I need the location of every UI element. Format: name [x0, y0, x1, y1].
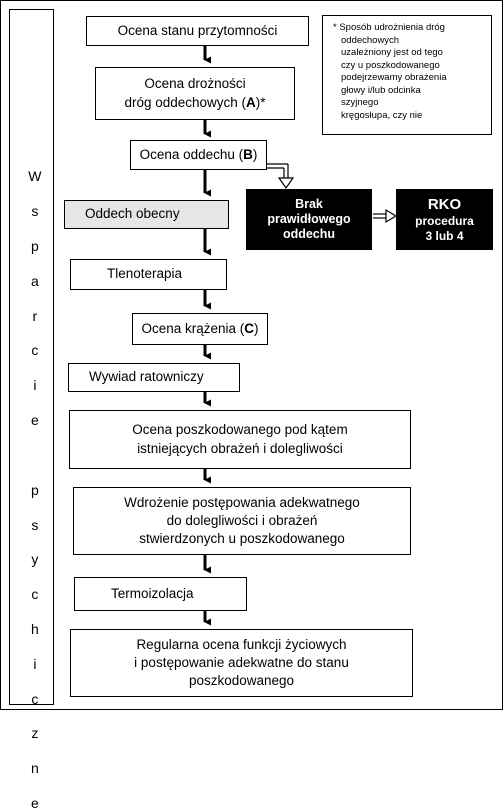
circulation-text: Ocena krążenia ( — [141, 320, 245, 336]
side-letter: i — [33, 655, 37, 672]
procedure-line2: do dolegliwości i obrażeń — [166, 512, 318, 528]
oxygen-label: Tlenoterapia — [107, 266, 183, 282]
side-letter: W — [28, 168, 42, 185]
note-line: uzależniony jest od tego — [341, 47, 443, 59]
step-breathing: Ocena oddechu (B) — [130, 140, 267, 170]
side-letter: i — [33, 377, 37, 394]
note-line: kręgosłupa, czy nie — [341, 109, 423, 121]
interview-label: Wywiad ratowniczy — [89, 369, 204, 385]
step-procedure: Wdrożenie postępowania adekwatnego do do… — [73, 487, 411, 555]
note-line: oddechowych — [341, 34, 400, 46]
side-letter: c — [31, 690, 39, 707]
side-letter: z — [31, 725, 39, 742]
side-letter: c — [31, 586, 39, 603]
step-oxygen: Tlenoterapia — [70, 259, 227, 290]
side-panel — [9, 9, 54, 705]
airway-footnote: * Sposób udrożnienia dróg oddechowych uz… — [322, 15, 492, 135]
airway-letter: A — [246, 94, 256, 110]
regular-line3: poszkodowanego — [188, 673, 295, 689]
side-letter: n — [30, 760, 39, 777]
regular-line1: Regularna ocena funkcji życiowych — [136, 636, 347, 652]
thermal-label: Termoizolacja — [111, 585, 194, 601]
breathing-suffix: ) — [252, 146, 258, 162]
branch-arrowhead — [277, 177, 295, 190]
circulation-suffix: ) — [254, 320, 259, 336]
step-airway-line1: Ocena drożności — [144, 76, 246, 92]
breathing-text: Ocena oddechu ( — [139, 146, 244, 162]
step-breathing-present: Oddech obecny — [64, 200, 229, 229]
side-letter: e — [30, 412, 39, 429]
step-regular: Regularna ocena funkcji życiowych i post… — [70, 629, 413, 697]
side-panel-label: W s p a r c i e p s y c h i c z n e — [19, 151, 43, 812]
cpr-arrowhead — [385, 208, 398, 224]
no-breathing-line3: oddechu — [282, 227, 336, 241]
side-letter: s — [31, 203, 39, 220]
airway-text: dróg oddechowych ( — [124, 94, 247, 110]
no-breathing-line2: prawidłowego — [267, 212, 351, 226]
side-letter: y — [31, 551, 39, 568]
side-letter: s — [31, 516, 39, 533]
step-consciousness: Ocena stanu przytomności — [86, 16, 309, 46]
cpr-line2: procedura — [415, 214, 474, 229]
step-circulation: Ocena krążenia (C) — [132, 313, 268, 345]
side-letter: r — [32, 307, 38, 324]
cpr-line1: RKO — [427, 196, 462, 214]
side-letter: h — [30, 620, 39, 637]
side-letter: a — [30, 272, 39, 289]
regular-line2: i postępowanie adekwatne do stanu — [134, 654, 349, 670]
airway-suffix: )* — [255, 94, 266, 110]
injuries-line1: Ocena poszkodowanego pod kątem — [132, 422, 348, 438]
step-cpr: RKO procedura 3 lub 4 — [396, 189, 493, 250]
step-interview: Wywiad ratowniczy — [68, 363, 240, 392]
note-line: * Sposób udrożnienia dróg — [333, 22, 445, 33]
step-consciousness-label: Ocena stanu przytomności — [117, 22, 278, 38]
note-line: szyjnego — [341, 97, 379, 109]
side-letter: e — [30, 795, 39, 812]
step-no-breathing: Brak prawidłowego oddechu — [246, 189, 372, 250]
step-injuries: Ocena poszkodowanego pod kątem istniejąc… — [69, 410, 411, 469]
procedure-line3: stwierdzonych u poszkodowanego — [139, 531, 345, 547]
no-breathing-line1: Brak — [295, 197, 323, 211]
note-line: głowy i/lub odcinka — [341, 84, 421, 96]
step-airway-line2: dróg oddechowych (A)* — [124, 94, 265, 112]
breathing-letter: B — [243, 146, 253, 162]
note-line: podejrzewamy obrażenia — [341, 72, 447, 84]
side-letter: p — [30, 481, 39, 498]
step-airway: Ocena drożności dróg oddechowych (A)* — [95, 67, 295, 120]
cpr-line3: 3 lub 4 — [425, 228, 464, 243]
side-letter: p — [30, 238, 39, 255]
breathing-present-label: Oddech obecny — [85, 206, 180, 222]
side-letter: c — [31, 342, 39, 359]
step-thermal: Termoizolacja — [74, 577, 247, 611]
flow-arrows — [203, 46, 398, 626]
note-line: czy u poszkodowanego — [341, 59, 440, 71]
circulation-letter: C — [244, 320, 255, 336]
procedure-line1: Wdrożenie postępowania adekwatnego — [124, 494, 360, 510]
injuries-line2: istniejących obrażeń i dolegliwości — [137, 440, 343, 456]
